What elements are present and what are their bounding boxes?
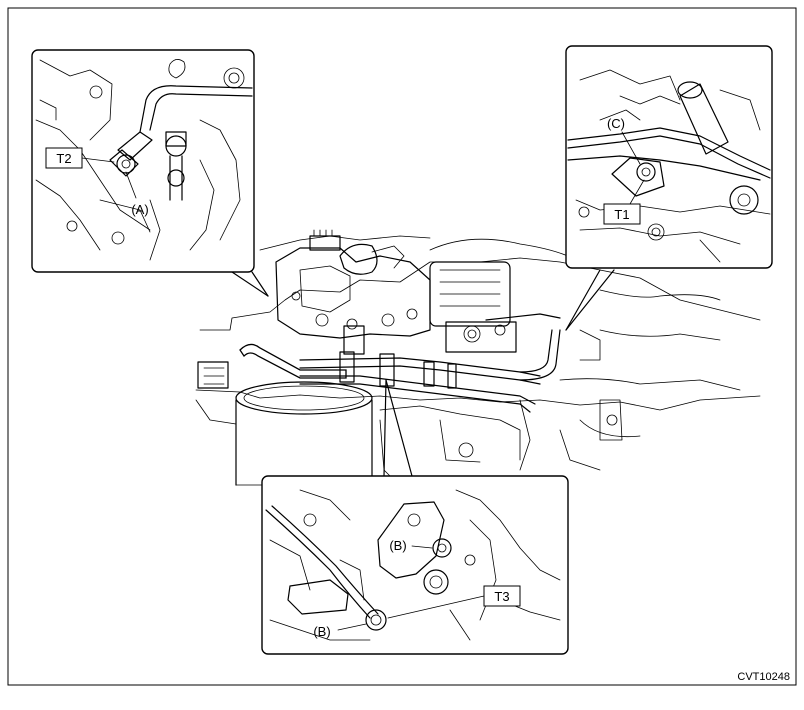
inset-top-right: (C) T1: [565, 45, 773, 269]
part-label-b-lower: (B): [313, 624, 330, 639]
torque-label-t2: T2: [56, 151, 71, 166]
part-label-c: (C): [607, 116, 625, 131]
leader-lines: [231, 269, 615, 477]
inset-bottom: (B) T3 (B): [261, 475, 569, 655]
inset-top-left: T2 (A): [31, 49, 255, 273]
outer-frame: [7, 7, 797, 686]
figure-code: CVT10248: [737, 671, 790, 683]
part-label-b-upper: (B): [389, 538, 406, 553]
torque-label-t3: T3: [494, 589, 509, 604]
part-label-a: (A): [131, 202, 148, 217]
torque-label-t1: T1: [614, 207, 629, 222]
